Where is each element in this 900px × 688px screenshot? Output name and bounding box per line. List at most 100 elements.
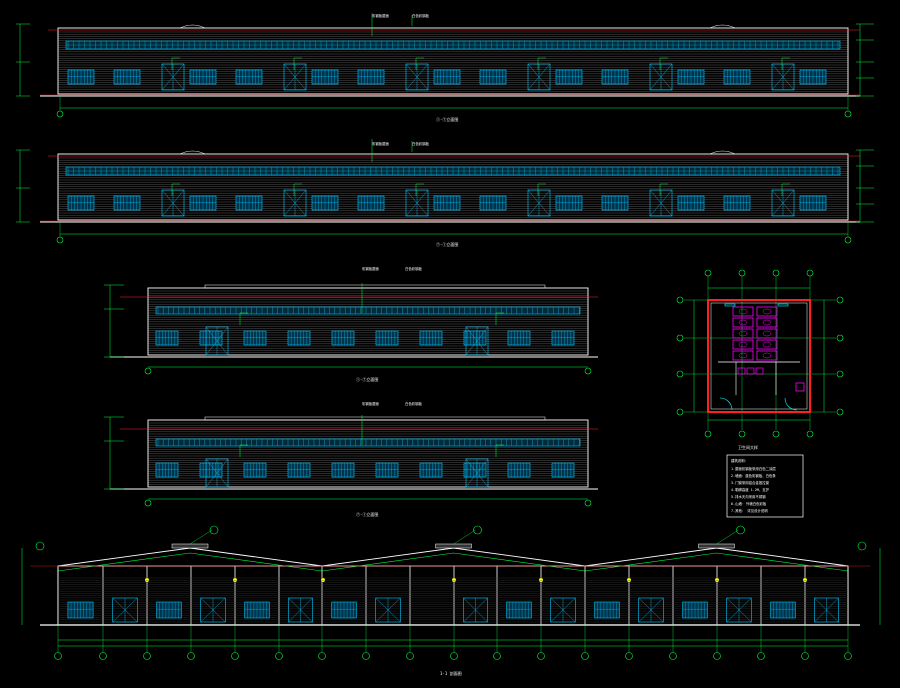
elevation-3-window-2 xyxy=(243,330,267,346)
section-axis-bubble-9 xyxy=(450,652,458,660)
plan-bubble-top-3 xyxy=(806,269,814,277)
section-axis-bubble-13 xyxy=(625,652,633,660)
plan-door-swing-b xyxy=(784,397,798,411)
plan-bubble-bottom-2 xyxy=(772,430,780,438)
elevation-3-top-label: 彩钢板屋面 xyxy=(362,266,380,271)
section-roof-span-0 xyxy=(57,547,323,567)
section-axis-bubble-14 xyxy=(669,652,677,660)
section-axis-bubble-7 xyxy=(362,652,370,660)
toilet-plan-title: 卫生间大样 xyxy=(738,444,758,450)
plan-cubicle-4-0 xyxy=(732,350,754,361)
plan-bubble-bottom-3 xyxy=(806,430,814,438)
plan-cubicle-3-1 xyxy=(756,339,778,350)
section-brace-marker-6 xyxy=(715,578,719,582)
section-roof-span-1 xyxy=(321,547,586,567)
section-rafter-2 xyxy=(584,552,849,572)
building-notes: 建筑说明： 1.屋面彩钢板采用白色二涂层 2.墙面：蓝色彩钢板、白色条 3.门窗… xyxy=(726,454,804,518)
notes-line-3: 3.门窗采用铝合金推拉窗 xyxy=(731,480,770,485)
section-axis-bubble-10 xyxy=(493,652,501,660)
elevation-2-top-label: 彩钢板屋面 xyxy=(372,141,390,146)
elevation-mid-a xyxy=(104,283,598,375)
elevation-2-roof-vent-0 xyxy=(179,150,206,155)
notes-line-4: 4.勒脚高度 1.2M，支护 xyxy=(731,487,770,492)
elevation-axis-7-to-1 xyxy=(16,139,874,244)
section-ridge-vent-1 xyxy=(435,543,472,549)
section-axis-bubble-5 xyxy=(275,652,283,660)
plan-bubble-top-0 xyxy=(704,269,712,277)
plan-window-a xyxy=(724,303,736,307)
elevation-1-roof-vent-1 xyxy=(709,24,736,29)
section-axis-bubble-11 xyxy=(537,652,545,660)
section-left-detail-bubble xyxy=(35,541,45,551)
section-roof-span-2 xyxy=(584,547,849,567)
section-detail-bubble-2 xyxy=(736,525,745,535)
section-axis-bubble-2 xyxy=(143,652,151,660)
plan-bubble-bottom-1 xyxy=(738,430,746,438)
section-brace-marker-4 xyxy=(539,578,543,582)
section-title: 1-1 剖面图 xyxy=(440,670,462,676)
section-axis-bubble-0 xyxy=(54,652,62,660)
elevation-4-window-3 xyxy=(287,462,311,478)
elevation-2-axis-bubble-start xyxy=(56,236,64,244)
elevation-2-outline xyxy=(57,153,849,221)
notes-line-1: 1.屋面彩钢板采用白色二涂层 xyxy=(731,466,776,471)
elevation-4-title: ⑦-①立面图 xyxy=(356,511,378,517)
plan-cubicle-1-0 xyxy=(732,317,754,328)
section-axis-bubble-1 xyxy=(99,652,107,660)
notes-line-6: 6.山墙· 外墙白色彩板 xyxy=(731,501,767,506)
elevation-4-window-7 xyxy=(463,462,487,478)
plan-bubble-right-0 xyxy=(836,296,844,304)
plan-bubble-right-1 xyxy=(836,334,844,342)
section-right-detail-bubble xyxy=(857,541,867,551)
plan-cubicle-0-1 xyxy=(756,306,778,317)
plan-window-b xyxy=(777,303,789,307)
elevation-3-window-3 xyxy=(287,330,311,346)
section-brace-marker-5 xyxy=(627,578,631,582)
section-axis-bubble-3 xyxy=(187,652,195,660)
section-axis-bubble-6 xyxy=(318,652,326,660)
plan-cubicle-1-1 xyxy=(756,317,778,328)
plan-bubble-top-1 xyxy=(738,269,746,277)
toilet-plan xyxy=(676,269,844,438)
section-axis-bubble-12 xyxy=(581,652,589,660)
elevation-4-outline xyxy=(147,419,589,488)
elevation-3-clerestory xyxy=(155,306,581,315)
plan-cubicle-4-1 xyxy=(756,350,778,361)
elevation-3-parapet xyxy=(204,284,546,289)
section-brace-marker-1 xyxy=(233,578,237,582)
elevation-mid-b xyxy=(104,415,598,507)
elevation-3-window-7 xyxy=(463,330,487,346)
elevation-1-roof-vent-0 xyxy=(179,24,206,29)
plan-bubble-left-1 xyxy=(676,334,684,342)
elevation-3-top-label-2: 白色彩钢板 xyxy=(405,266,423,271)
section-detail-bubble-1 xyxy=(473,525,482,535)
elevation-4-window-8 xyxy=(507,462,531,478)
elevation-3-window-8 xyxy=(507,330,531,346)
elevation-axis-1-to-7 xyxy=(16,13,874,118)
plan-bubble-right-3 xyxy=(836,408,844,416)
plan-cubicle-2-0 xyxy=(732,328,754,339)
elevation-1-top-label: 彩钢板屋面 xyxy=(372,13,390,18)
elevation-4-window-6 xyxy=(419,462,443,478)
notes-line-2: 2.墙面：蓝色彩钢板、白色条 xyxy=(731,473,776,478)
plan-bubble-left-0 xyxy=(676,296,684,304)
elevation-3-axis-bubble-start xyxy=(144,367,152,375)
plan-bubble-left-2 xyxy=(676,370,684,378)
elevation-2-title: ⑦-①立面图 xyxy=(436,241,458,247)
section-brace-marker-3 xyxy=(452,578,456,582)
elevation-1-title: ①-⑦立面图 xyxy=(436,116,458,122)
plan-cubicle-0-0 xyxy=(732,306,754,317)
plan-bubble-bottom-0 xyxy=(704,430,712,438)
plan-cubicle-2-1 xyxy=(756,328,778,339)
elevation-3-axis-bubble-end xyxy=(584,367,592,375)
elevation-1-axis-bubble-start xyxy=(56,110,64,118)
notes-line-5: 5.排水天沟采用不锈钢 xyxy=(731,494,766,499)
elevation-3-window-6 xyxy=(419,330,443,346)
elevation-4-clerestory xyxy=(155,438,581,447)
section-brace-marker-2 xyxy=(321,578,325,582)
plan-sink-2 xyxy=(755,367,764,375)
section-axis-bubble-18 xyxy=(844,652,852,660)
plan-inner-wall xyxy=(710,302,808,410)
elevation-3-window-0 xyxy=(155,330,179,346)
